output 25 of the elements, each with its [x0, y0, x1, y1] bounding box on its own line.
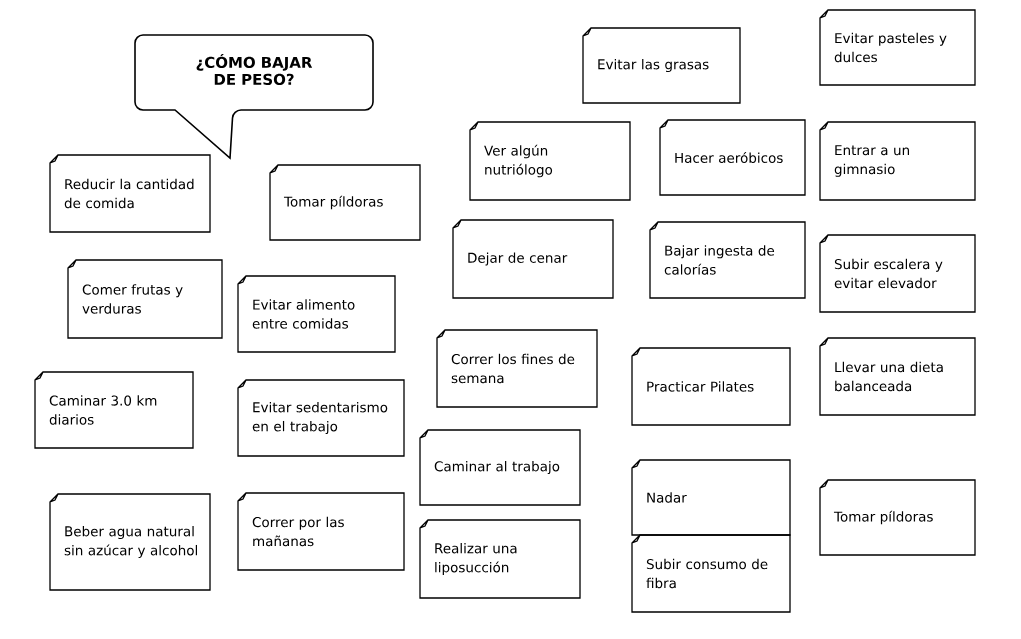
speech-bubble: ¿CÓMO BAJAR DE PESO?	[134, 34, 374, 159]
sticky-note: Subir consumo de fibra	[631, 534, 791, 613]
sticky-note: Evitar las grasas	[582, 27, 741, 104]
sticky-note: Nadar	[631, 459, 791, 536]
sticky-note: Caminar 3.0 km diarios	[34, 371, 194, 449]
sticky-note: Reducir la cantidad de comida	[49, 154, 211, 233]
sticky-note: Tomar píldoras	[269, 164, 421, 241]
sticky-note: Entrar a un gimnasio	[819, 121, 976, 201]
sticky-note: Subir escalera y evitar elevador	[819, 234, 976, 313]
sticky-note: Practicar Pilates	[631, 347, 791, 426]
sticky-note: Llevar una dieta balanceada	[819, 337, 976, 416]
sticky-note: Hacer aeróbicos	[659, 119, 806, 196]
sticky-note: Dejar de cenar	[452, 219, 614, 299]
sticky-note: Caminar al trabajo	[419, 429, 581, 506]
sticky-note: Evitar alimento entre comidas	[237, 275, 396, 353]
sticky-note: Beber agua natural sin azúcar y alcohol	[49, 493, 211, 591]
sticky-note: Tomar píldoras	[819, 479, 976, 556]
sticky-note: Evitar pasteles y dulces	[819, 9, 976, 86]
sticky-note: Correr los fines de semana	[436, 329, 598, 408]
sticky-note: Realizar una liposucción	[419, 519, 581, 599]
sticky-note: Comer frutas y verduras	[67, 259, 223, 339]
sticky-note: Evitar sedentarismo en el trabajo	[237, 379, 405, 457]
sticky-note: Ver algún nutriólogo	[469, 121, 631, 201]
sticky-note: Correr por las mañanas	[237, 492, 405, 571]
sticky-note: Bajar ingesta de calorías	[649, 221, 806, 299]
